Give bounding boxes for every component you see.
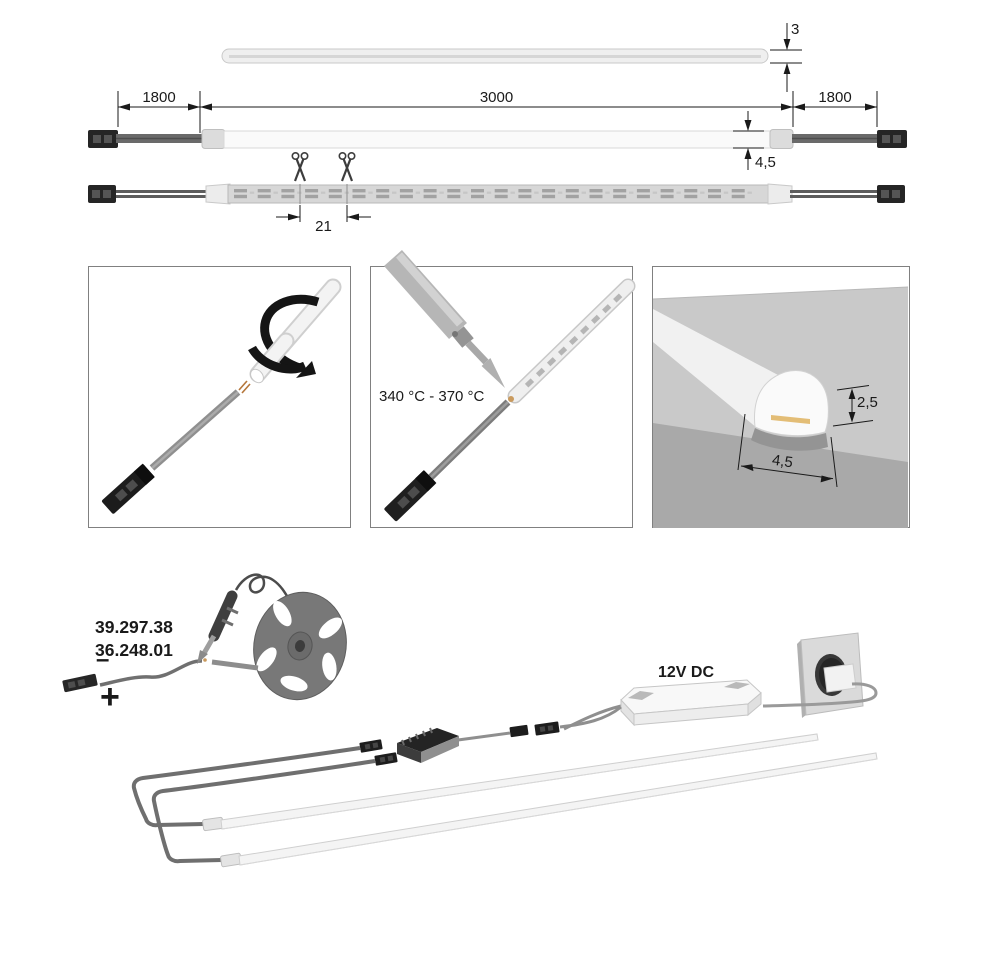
dimension-lengths xyxy=(117,91,878,133)
soldering-iron-icon xyxy=(384,250,505,388)
dim-recess-depth-label: 2,5 xyxy=(857,394,878,411)
dim-recess-width-label: 4,5 xyxy=(770,451,794,472)
dim-lead-left-label: 1800 xyxy=(142,89,176,106)
pcb-pad-pattern xyxy=(234,189,752,199)
power-supply xyxy=(563,679,762,731)
pcb-pads-diagonal xyxy=(524,293,623,388)
strip-side-view-open xyxy=(88,183,905,205)
article-numbers: 39.297.38 36.248.01 xyxy=(95,616,173,662)
dim-thickness-label: 3 xyxy=(791,21,800,38)
led-reel xyxy=(234,573,347,701)
step-box-soldering xyxy=(370,250,636,528)
led-strip-runs xyxy=(131,733,878,868)
article-number-2: 36.248.01 xyxy=(95,640,173,660)
solder-feed-wire xyxy=(62,657,259,693)
minus-polarity-label: – xyxy=(96,646,110,673)
dim-lead-right-label: 1800 xyxy=(818,89,852,106)
plus-polarity-label: + xyxy=(100,678,120,716)
article-number-1: 39.297.38 xyxy=(95,617,173,637)
strip-side-view-sleeved xyxy=(88,129,907,149)
dimension-strip-height xyxy=(733,111,764,170)
distributor xyxy=(397,705,622,763)
scissors-icon xyxy=(291,152,309,182)
dimension-recess-depth xyxy=(832,385,874,427)
soldering-temperature-label: 340 °C - 370 °C xyxy=(379,388,485,405)
step-box-recess-mount xyxy=(652,266,910,528)
dim-strip-height-label: 4,5 xyxy=(755,154,776,171)
strip-top-view xyxy=(221,48,769,64)
dim-strip-length-label: 3000 xyxy=(479,89,514,106)
scissors-icon xyxy=(338,152,356,182)
step-box-twist-sleeve xyxy=(88,266,351,528)
dimension-recess-width xyxy=(737,413,838,488)
soldering-iron-small xyxy=(197,590,239,664)
power-voltage-label: 12V DC xyxy=(658,664,715,681)
wall-socket xyxy=(762,632,878,718)
dimension-thickness xyxy=(770,23,802,92)
dim-cut-spacing-label: 21 xyxy=(315,218,332,235)
dimension-cut-spacing xyxy=(276,205,371,222)
